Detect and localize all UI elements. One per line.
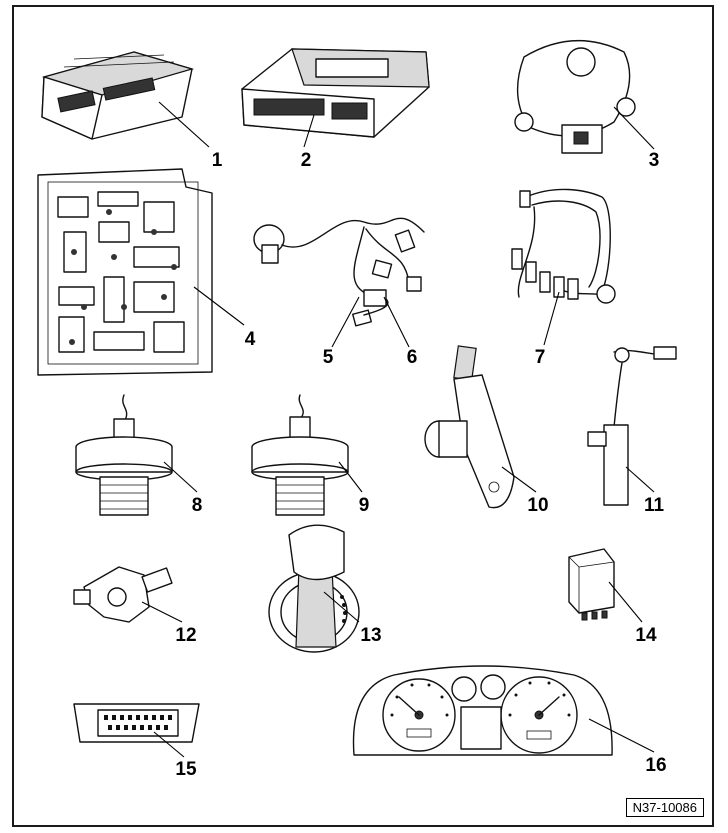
callout-15: 15 bbox=[175, 759, 197, 780]
leader-12 bbox=[141, 601, 183, 623]
callout-14: 14 bbox=[635, 625, 657, 646]
callout-7: 7 bbox=[534, 347, 546, 368]
part-9-sender bbox=[251, 394, 349, 516]
part-15-connector bbox=[73, 703, 200, 743]
parts-illustration bbox=[37, 39, 677, 758]
leader-10 bbox=[501, 466, 537, 493]
callout-16: 16 bbox=[645, 755, 667, 776]
part-8-sender bbox=[75, 394, 173, 516]
callout-13: 13 bbox=[360, 625, 382, 646]
leader-2 bbox=[303, 114, 315, 148]
part-4-valve-body bbox=[37, 168, 213, 376]
callout-1: 1 bbox=[211, 150, 223, 171]
callout-9: 9 bbox=[358, 495, 370, 516]
leader-5 bbox=[331, 296, 360, 348]
callout-6: 6 bbox=[406, 347, 418, 368]
callout-5: 5 bbox=[322, 347, 334, 368]
leader-16 bbox=[588, 718, 655, 753]
leader-6 bbox=[383, 296, 410, 348]
callout-4: 4 bbox=[244, 329, 256, 350]
part-5-6-wiring-harness bbox=[253, 217, 425, 327]
callout-8: 8 bbox=[191, 495, 203, 516]
leader-3 bbox=[613, 106, 655, 150]
leader-4 bbox=[193, 286, 245, 326]
part-11-speed-sensor bbox=[587, 346, 677, 506]
reference-code: N37-10086 bbox=[625, 798, 704, 817]
leader-8 bbox=[163, 461, 198, 493]
part-12-sensor bbox=[73, 566, 173, 623]
leader-14 bbox=[608, 581, 643, 623]
part-14-relay bbox=[568, 548, 615, 621]
leader-1 bbox=[158, 101, 210, 148]
figure-frame: 1 2 3 4 5 6 7 8 9 10 11 12 13 14 15 16 N… bbox=[12, 5, 714, 827]
leader-7 bbox=[543, 291, 560, 346]
part-1-control-unit bbox=[41, 51, 195, 140]
part-7-wiring-harness bbox=[511, 188, 616, 304]
leader-11 bbox=[625, 466, 655, 493]
callout-3: 3 bbox=[648, 150, 660, 171]
leader-9 bbox=[338, 461, 363, 493]
leader-13 bbox=[323, 591, 360, 623]
part-3-multifunction-switch bbox=[514, 39, 636, 154]
leader-15 bbox=[153, 731, 185, 758]
callout-11: 11 bbox=[643, 495, 665, 516]
part-2-engine-control-unit bbox=[241, 48, 430, 138]
part-13-selector-lever bbox=[268, 524, 360, 653]
part-16-instrument-cluster bbox=[352, 665, 613, 756]
callout-10: 10 bbox=[527, 495, 549, 516]
callout-2: 2 bbox=[300, 150, 312, 171]
part-10-speed-sensor bbox=[424, 345, 515, 509]
callout-12: 12 bbox=[175, 625, 197, 646]
